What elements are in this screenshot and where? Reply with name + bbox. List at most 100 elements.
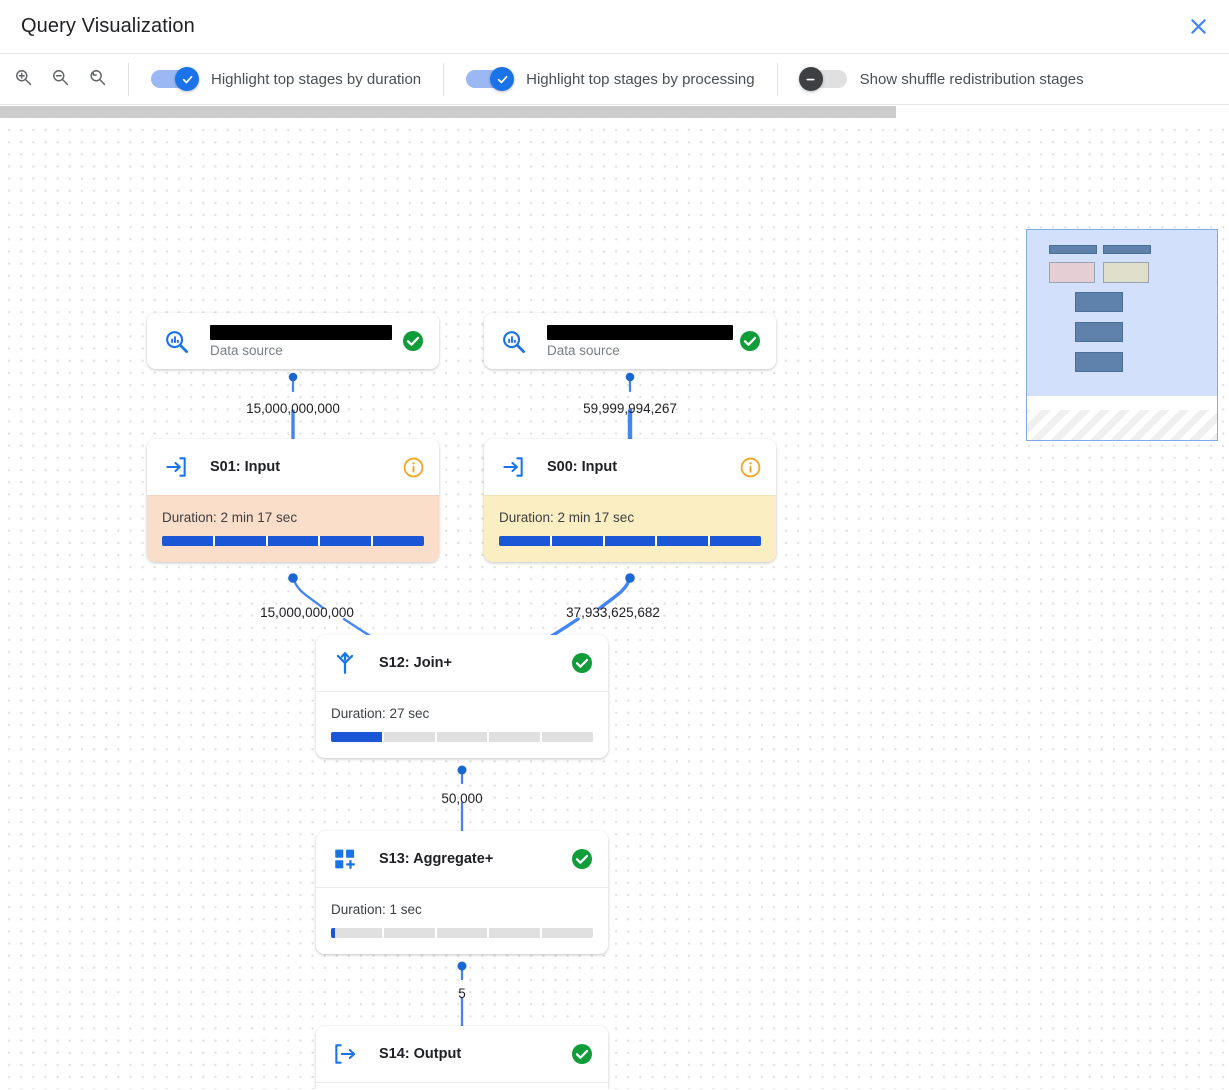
progress-fill: [331, 732, 384, 742]
info-circle-icon[interactable]: [738, 455, 762, 479]
node-header: S01: Input: [147, 439, 439, 495]
minimap-out-of-bounds-area: [1027, 410, 1217, 440]
duration-label: Duration: 2 min 17 sec: [499, 510, 635, 525]
toggle-show-shuffle[interactable]: Show shuffle redistribution stages: [782, 54, 1102, 104]
duration-progress-bar: [162, 536, 424, 546]
toggle-highlight-processing[interactable]: Highlight top stages by processing: [448, 54, 772, 104]
minimap-node: [1049, 245, 1097, 254]
input-arrow-icon: [499, 453, 527, 481]
edge-label: 37,933,625,682: [566, 605, 660, 620]
duration-label: Duration: 1 sec: [331, 902, 422, 917]
duration-progress-bar: [331, 928, 593, 938]
minimap-node: [1049, 262, 1095, 283]
check-circle-icon: [401, 329, 425, 353]
edge-label: 5: [458, 986, 466, 1001]
input-arrow-icon: [162, 453, 190, 481]
switch-knob: [490, 67, 515, 91]
aggregate-grid-plus-icon: [331, 845, 359, 873]
graph-node-s14-output[interactable]: S14: Output Duration: 0.46 sec: [316, 1026, 608, 1089]
node-title-wrap: S14: Output: [379, 1046, 570, 1062]
progress-ticks: [331, 928, 593, 938]
minimap-node: [1103, 245, 1151, 254]
graph-node-s13-aggregate[interactable]: S13: Aggregate+ Duration: 1 sec: [316, 831, 608, 954]
check-circle-icon: [570, 847, 594, 871]
toolbar-divider-1: [128, 62, 129, 96]
node-header: Data source: [147, 313, 439, 369]
check-circle-icon: [738, 329, 762, 353]
duration-progress-bar: [331, 732, 593, 742]
minimap-node: [1075, 322, 1123, 342]
zoom-out-button[interactable]: [47, 66, 73, 92]
node-title-wrap: S13: Aggregate+: [379, 851, 570, 867]
node-title-wrap: Data source: [547, 324, 738, 358]
node-title-wrap: S00: Input: [547, 459, 738, 475]
redacted-node-title: [547, 324, 733, 340]
toggle-highlight-duration[interactable]: Highlight top stages by duration: [133, 54, 439, 104]
toggle-switch-shuffle[interactable]: [798, 67, 847, 91]
graph-node-s12-join[interactable]: S12: Join+ Duration: 27 sec: [316, 635, 608, 758]
node-header: Data source: [484, 313, 776, 369]
node-title: S01: Input: [210, 459, 281, 475]
progress-fill: [499, 536, 761, 546]
close-button[interactable]: [1181, 9, 1215, 43]
zoom-out-icon: [50, 67, 70, 92]
graph-node-s01-input[interactable]: S01: Input Duration: 2 min 17 sec: [147, 439, 439, 562]
zoom-in-button[interactable]: [10, 66, 36, 92]
data-source-search-icon: [162, 327, 190, 355]
minimap-node: [1075, 292, 1123, 312]
node-subtitle: Data source: [547, 342, 620, 358]
node-header: S14: Output: [316, 1026, 608, 1082]
node-title-wrap: Data source: [210, 324, 401, 358]
horizontal-scrollbar[interactable]: [0, 105, 1229, 119]
zoom-controls: [10, 66, 124, 92]
edge-label: 15,000,000,000: [260, 605, 354, 620]
toggle-label-processing: Highlight top stages by processing: [526, 70, 755, 88]
zoom-reset-button[interactable]: [84, 66, 110, 92]
toggle-label-shuffle: Show shuffle redistribution stages: [859, 70, 1084, 88]
node-body: Duration: 27 sec: [316, 691, 608, 758]
node-header: S13: Aggregate+: [316, 831, 608, 887]
check-circle-icon: [570, 1042, 594, 1066]
node-title: S13: Aggregate+: [379, 851, 494, 867]
node-subtitle: Data source: [210, 342, 283, 358]
zoom-reset-icon: [87, 67, 107, 92]
graph-minimap[interactable]: [1026, 229, 1218, 441]
data-source-search-icon: [499, 327, 527, 355]
info-circle-icon[interactable]: [401, 455, 425, 479]
output-arrow-icon: [331, 1040, 359, 1068]
close-icon: [1188, 16, 1209, 37]
zoom-in-icon: [13, 67, 33, 92]
switch-knob: [175, 67, 199, 91]
progress-ticks: [162, 536, 424, 546]
node-title-wrap: S12: Join+: [379, 655, 570, 671]
page-title: Query Visualization: [21, 15, 195, 37]
horizontal-scrollbar-thumb[interactable]: [0, 106, 896, 118]
toggle-switch-processing[interactable]: [466, 67, 515, 91]
minimap-node: [1103, 262, 1149, 283]
node-title: S14: Output: [379, 1046, 462, 1062]
toggle-label-duration: Highlight top stages by duration: [211, 70, 422, 88]
duration-label: Duration: 27 sec: [331, 706, 430, 721]
node-body: Duration: 1 sec: [316, 887, 608, 954]
redacted-node-title: [210, 324, 392, 340]
edge-label: 15,000,000,000: [246, 401, 340, 416]
progress-ticks: [331, 732, 593, 742]
toggle-switch-duration[interactable]: [151, 67, 199, 91]
graph-node-data-source-2[interactable]: Data source: [484, 313, 776, 369]
node-body: Duration: 2 min 17 sec: [484, 495, 776, 562]
node-body: Duration: 0.46 sec: [316, 1082, 608, 1089]
edge-label: 59,999,994,267: [583, 401, 677, 416]
toolbar: Highlight top stages by duration Highlig…: [0, 53, 1229, 105]
node-body: Duration: 2 min 17 sec: [147, 495, 439, 562]
node-header: S12: Join+: [316, 635, 608, 691]
graph-node-s00-input[interactable]: S00: Input Duration: 2 min 17 sec: [484, 439, 776, 562]
graph-canvas[interactable]: 15,000,000,000 59,999,994,267 15,000,000…: [0, 105, 1229, 1089]
switch-knob: [798, 67, 823, 91]
toolbar-divider-3: [776, 62, 778, 96]
graph-node-data-source-1[interactable]: Data source: [147, 313, 439, 369]
edge-label: 50,000: [441, 791, 483, 806]
duration-progress-bar: [499, 536, 761, 546]
join-merge-icon: [331, 649, 359, 677]
node-title: S12: Join+: [379, 655, 452, 671]
window-titlebar: Query Visualization: [0, 0, 1229, 53]
